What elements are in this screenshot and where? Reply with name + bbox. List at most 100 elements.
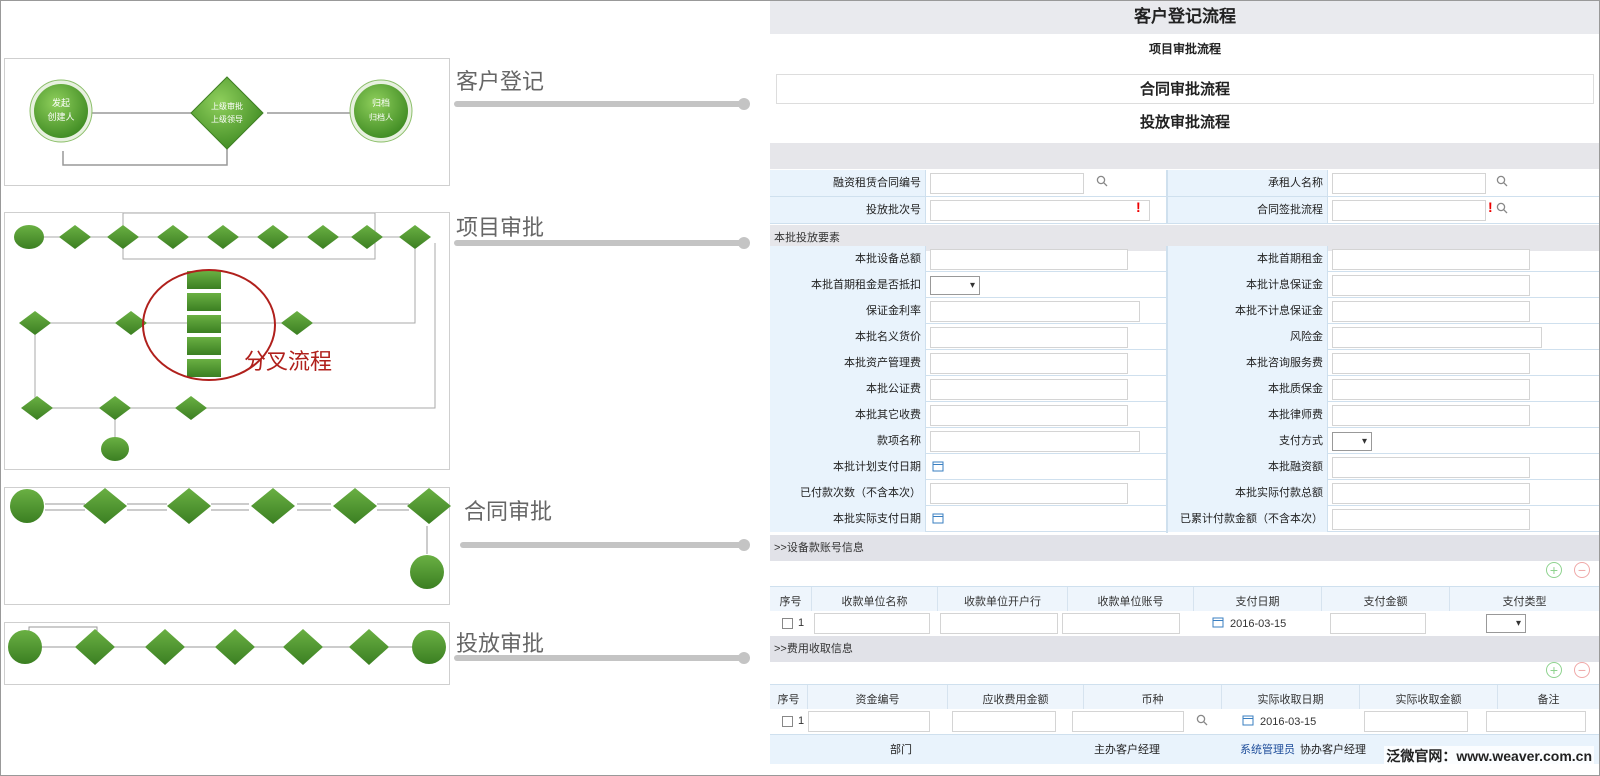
- field-input[interactable]: [930, 379, 1128, 400]
- field-input[interactable]: [930, 431, 1140, 452]
- field-input[interactable]: [1332, 301, 1530, 322]
- workflow-customer-register[interactable]: 发起 创建人 上级审批 上级领导 归档 归档人: [4, 58, 450, 186]
- field-input[interactable]: [930, 249, 1128, 270]
- column-divider: [1166, 170, 1168, 197]
- lessee-input[interactable]: [1332, 173, 1486, 194]
- search-icon[interactable]: [1096, 175, 1108, 187]
- currency-input[interactable]: [1072, 711, 1184, 732]
- field-label: 本批不计息保证金: [1168, 298, 1328, 324]
- connector-line: [454, 652, 750, 664]
- add-row-icon[interactable]: +: [1546, 662, 1562, 678]
- payee-bank-input[interactable]: [940, 613, 1058, 634]
- table-header-cell: 收款单位账号: [1068, 587, 1194, 611]
- field-label: 已付款次数（不含本次）: [770, 480, 926, 506]
- field-label: 保证金利率: [770, 298, 926, 324]
- field-label: 已累计付款金额（不含本次）: [1168, 506, 1328, 532]
- fund-no-input[interactable]: [808, 711, 930, 732]
- search-icon[interactable]: [1196, 714, 1208, 726]
- field-input[interactable]: [1332, 509, 1530, 530]
- required-icon: !: [1488, 199, 1493, 215]
- contract-flow-input[interactable]: [1332, 200, 1486, 221]
- field-input[interactable]: [1332, 379, 1530, 400]
- workflow-contract-approval[interactable]: [4, 487, 451, 605]
- calendar-icon[interactable]: [932, 512, 944, 524]
- search-icon[interactable]: [1496, 202, 1508, 214]
- remove-row-icon[interactable]: −: [1574, 562, 1590, 578]
- field-input[interactable]: [930, 327, 1128, 348]
- end-node: [354, 84, 408, 138]
- field-input[interactable]: [930, 405, 1128, 426]
- add-row-icon[interactable]: +: [1546, 562, 1562, 578]
- required-icon: !: [1136, 199, 1141, 215]
- end-label-2: 归档人: [369, 112, 393, 122]
- field-input[interactable]: [1332, 457, 1530, 478]
- calendar-icon[interactable]: [1242, 714, 1254, 726]
- field-input[interactable]: [1332, 353, 1530, 374]
- received-date: 2016-03-15: [1260, 716, 1317, 728]
- payment-amount-input[interactable]: [1330, 613, 1426, 634]
- fee-amount-input[interactable]: [952, 711, 1056, 732]
- manager-value[interactable]: 系统管理员: [1240, 744, 1295, 756]
- form-row: 本批资产管理费本批咨询服务费: [770, 350, 1600, 377]
- remove-row-icon[interactable]: −: [1574, 662, 1590, 678]
- branch-highlight: [142, 269, 276, 381]
- form-row: 本批计划支付日期本批融资额: [770, 454, 1600, 481]
- payment-type-select[interactable]: ▾: [1486, 614, 1526, 633]
- payment-method-select[interactable]: ▾: [1332, 432, 1372, 451]
- workflow-diagram: 发起 创建人 上级审批 上级领导 归档 归档人: [29, 76, 413, 166]
- form-row: 本批其它收费本批律师费: [770, 402, 1600, 429]
- field-input[interactable]: [930, 483, 1128, 504]
- branch-flow-label: 分叉流程: [244, 349, 333, 374]
- workflow-disbursement-approval[interactable]: [4, 622, 450, 685]
- column-divider: [1166, 324, 1168, 351]
- workflow-project-approval[interactable]: [4, 212, 450, 470]
- field-input[interactable]: [1332, 275, 1530, 296]
- fee-table: 序号资金编号应收费用金额币种实际收取日期实际收取金额备注 1 2016-03-1…: [770, 684, 1600, 734]
- calendar-icon[interactable]: [1212, 616, 1224, 628]
- contract-no-input[interactable]: [930, 173, 1084, 194]
- form-row: 本批实际支付日期 已累计付款金额（不含本次）: [770, 506, 1600, 533]
- remark-input[interactable]: [1486, 711, 1586, 732]
- row-number: 1: [798, 715, 805, 727]
- form-row: 本批设备总额本批首期租金: [770, 246, 1600, 273]
- workflow-diagram: [8, 626, 446, 665]
- field-input[interactable]: [1332, 249, 1530, 270]
- field-label: 本批实际付款总额: [1168, 480, 1328, 506]
- field-input[interactable]: [1332, 405, 1530, 426]
- field-input[interactable]: [930, 301, 1140, 322]
- batch-no-input[interactable]: [930, 200, 1150, 221]
- table-header-cell: 应收费用金额: [948, 685, 1084, 709]
- workflow-name-1: 客户登记: [456, 69, 545, 94]
- form-subtitle-disbursement: 投放审批流程: [1139, 114, 1230, 131]
- field-input[interactable]: [1332, 327, 1542, 348]
- search-icon[interactable]: [1496, 175, 1508, 187]
- row-number: 1: [798, 617, 805, 629]
- payee-name-input[interactable]: [814, 613, 930, 634]
- field-label: 承租人名称: [1168, 170, 1328, 196]
- column-divider: [1166, 350, 1168, 377]
- field-label: 本批实际支付日期: [770, 506, 926, 532]
- deduct-select[interactable]: ▾: [930, 276, 980, 295]
- form-title: 客户登记流程: [770, 0, 1600, 34]
- calendar-icon[interactable]: [932, 460, 944, 472]
- table-header-cell: 币种: [1084, 685, 1222, 709]
- row-checkbox[interactable]: [782, 716, 793, 727]
- field-input[interactable]: [1332, 483, 1530, 504]
- workflow-diagram: [10, 488, 451, 589]
- table-header-cell: 序号: [770, 685, 808, 709]
- workflow-diagram: [14, 213, 436, 461]
- form-row: 款项名称支付方式▾: [770, 428, 1600, 455]
- field-input[interactable]: [930, 353, 1128, 374]
- workflow-name-2: 项目审批: [456, 215, 545, 240]
- connector-dot: [738, 237, 750, 249]
- form-subtitle-contract: 合同审批流程: [776, 74, 1594, 104]
- approve-node: [190, 76, 264, 150]
- field-label: 本批公证费: [770, 376, 926, 402]
- start-label-2: 创建人: [47, 111, 74, 123]
- field-label: 本批咨询服务费: [1168, 350, 1328, 376]
- row-checkbox[interactable]: [782, 618, 793, 629]
- table-header-cell: 实际收取日期: [1222, 685, 1360, 709]
- received-amount-input[interactable]: [1364, 711, 1468, 732]
- field-label: 本批名义货价: [770, 324, 926, 350]
- payee-account-input[interactable]: [1062, 613, 1180, 634]
